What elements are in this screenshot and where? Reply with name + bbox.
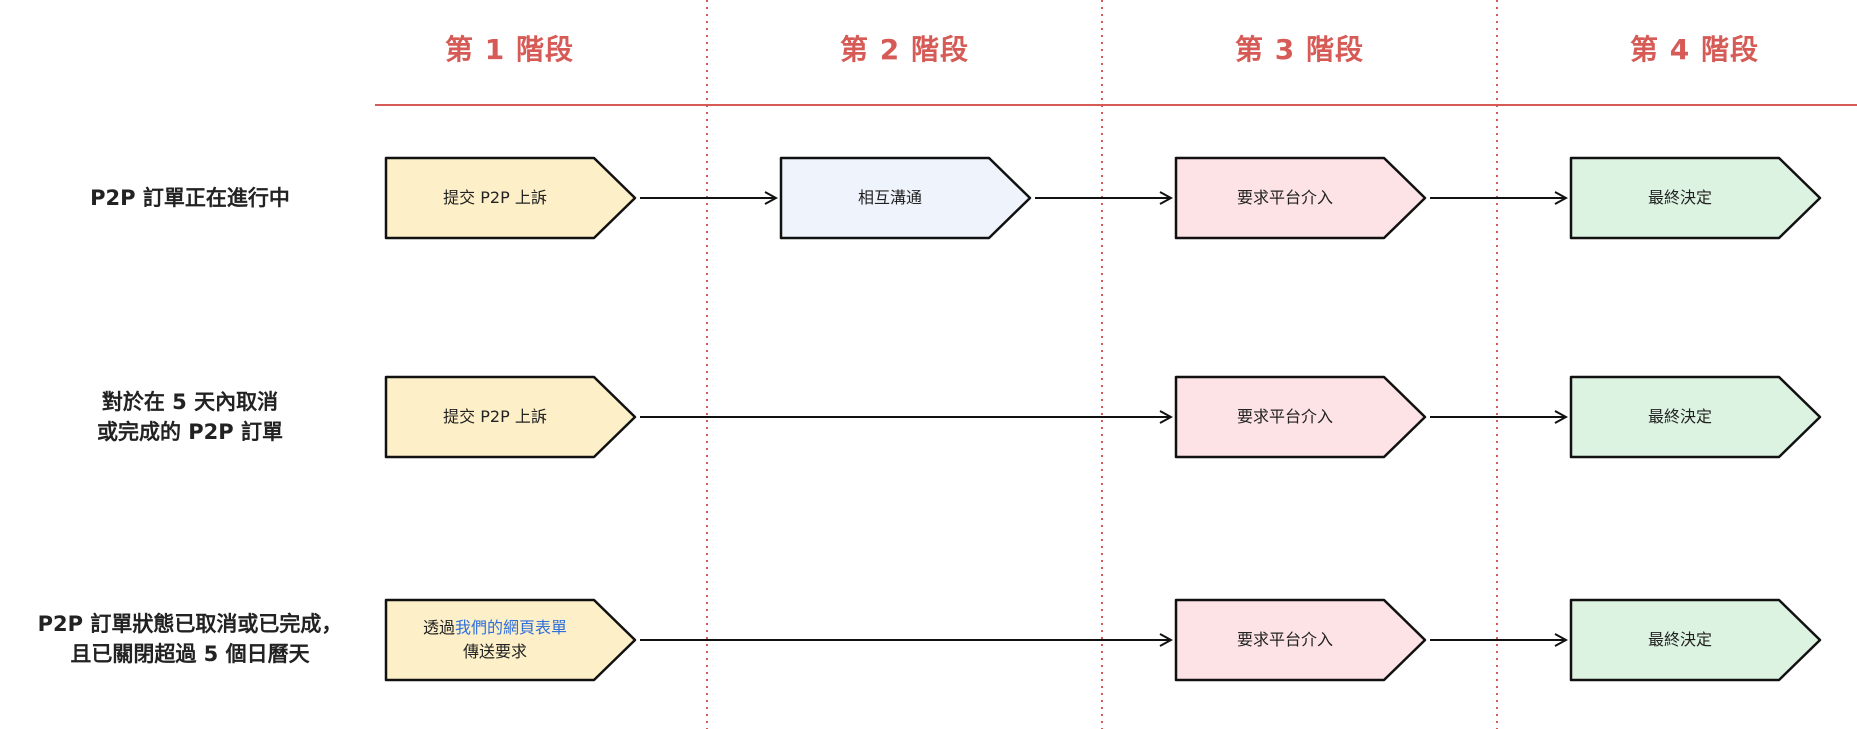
row3-step4-text: 最終決定 [1647,630,1712,649]
row1-step3-box [1174,156,1427,240]
row3-step3-box [1174,598,1427,682]
row2-step3-box [1174,375,1427,459]
stage-1-header: 第 1 階段 [445,33,574,66]
stage-4-header: 第 4 階段 [1630,33,1759,66]
row2-step1-box [384,375,637,459]
stage-3-header: 第 3 階段 [1235,33,1364,66]
row3-step3-text: 要求平台介入 [1236,630,1333,649]
row1-step3-text: 要求平台介入 [1236,188,1333,207]
row3-step1-text: 透過我們的網頁表單傳送要求 [370,616,620,664]
row2-step3-text: 要求平台介入 [1236,407,1333,426]
row1-step4-box [1569,156,1822,240]
row1-step4-text: 最終決定 [1647,188,1712,207]
row3-step4-box [1569,598,1822,682]
row3-step1-suffix: 傳送要求 [462,642,527,661]
web-form-link[interactable]: 我們的網頁表單 [455,618,568,637]
row3-step1-prefix: 透過 [422,618,455,637]
row2-label: 對於在 5 天內取消 或完成的 P2P 訂單 [96,390,283,444]
row2-step4-box [1569,375,1822,459]
row1-label: P2P 訂單正在進行中 [90,186,290,210]
row1-step2-box [779,156,1032,240]
stage-2-header: 第 2 階段 [840,33,969,66]
row2-step4-text: 最終決定 [1647,407,1712,426]
row3-step1-box [384,598,637,682]
row1-step2-text: 相互溝通 [857,188,922,207]
row1-step1-box [384,156,637,240]
row1-step1-text: 提交 P2P 上訴 [443,188,547,207]
row2-step1-text: 提交 P2P 上訴 [443,407,547,426]
row3-label: P2P 訂單狀態已取消或已完成， 且已關閉超過 5 個日曆天 [37,612,343,666]
